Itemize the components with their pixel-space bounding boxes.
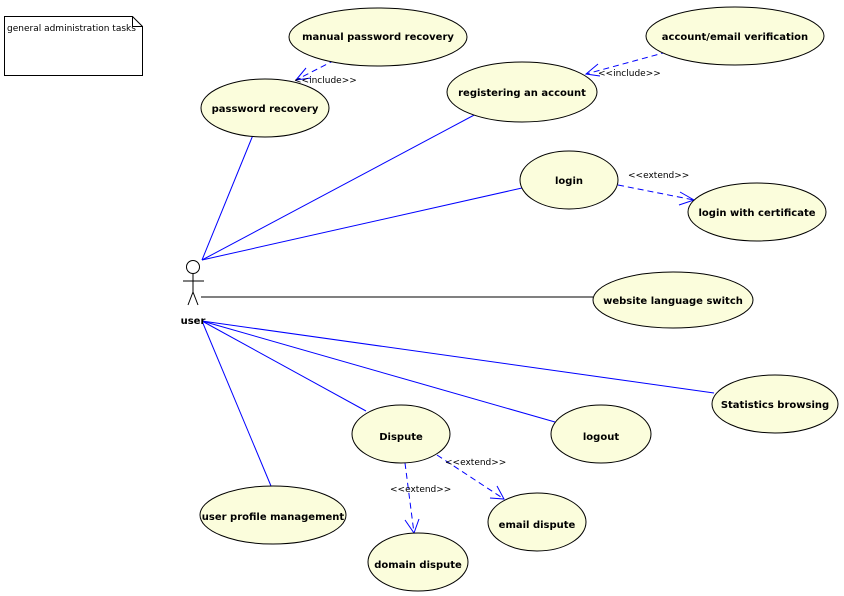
association-logout (201, 320, 556, 423)
use-case-user-profile-management[interactable]: user profile management (199, 485, 347, 545)
association-profile (201, 320, 272, 487)
extend-label: <<extend>> (628, 171, 689, 181)
use-case-label: login with certificate (698, 208, 815, 219)
extend-email-dispute: <<extend>> (436, 454, 506, 500)
use-case-domain-dispute[interactable]: domain dispute (367, 532, 469, 592)
association-password-recovery (201, 134, 254, 261)
use-case-label: email dispute (499, 520, 576, 531)
use-case-manual-password-recovery[interactable]: manual password recovery (288, 7, 468, 67)
association-statistics (201, 320, 715, 394)
association-registering (201, 112, 479, 261)
use-case-label: Dispute (379, 432, 423, 443)
association-dispute (201, 320, 367, 412)
note-text: general administration tasks (7, 24, 136, 34)
use-case-account-email-verification[interactable]: account/email verification (645, 6, 825, 66)
use-case-label: website language switch (603, 296, 743, 307)
association-login (201, 187, 523, 261)
use-case-label: account/email verification (662, 32, 808, 43)
use-case-label: manual password recovery (302, 32, 454, 43)
include-account-verification: <<include>> (584, 51, 668, 79)
include-manual-password: <<include>> (294, 59, 357, 86)
note[interactable]: general administration tasks (4, 16, 143, 76)
extend-label: <<extend>> (445, 458, 506, 468)
use-case-website-language-switch[interactable]: website language switch (592, 271, 754, 329)
use-case-password-recovery[interactable]: password recovery (200, 78, 330, 138)
use-case-registering-account[interactable]: registering an account (446, 61, 598, 123)
use-case-label: login (555, 176, 583, 187)
use-case-login-with-certificate[interactable]: login with certificate (687, 182, 827, 242)
use-case-label: Statistics browsing (721, 400, 829, 411)
use-case-label: logout (583, 432, 619, 443)
use-case-logout[interactable]: logout (550, 404, 652, 464)
use-case-label: domain dispute (374, 560, 462, 571)
include-label: <<include>> (294, 76, 357, 86)
extend-login-certificate: <<extend>> (617, 171, 696, 206)
actor-head (186, 260, 200, 274)
actor-label: user (181, 316, 206, 327)
extend-domain-dispute: <<extend>> (390, 462, 451, 535)
use-case-statistics-browsing[interactable]: Statistics browsing (711, 374, 839, 434)
use-case-label: registering an account (458, 88, 586, 99)
actor-user[interactable]: user (181, 260, 206, 328)
use-case-email-dispute[interactable]: email dispute (487, 492, 587, 552)
use-case-label: user profile management (202, 512, 345, 523)
use-case-login[interactable]: login (519, 150, 619, 210)
use-case-label: password recovery (212, 104, 319, 115)
extend-label: <<extend>> (390, 485, 451, 495)
include-label: <<include>> (598, 69, 661, 79)
use-case-dispute[interactable]: Dispute (351, 404, 451, 464)
